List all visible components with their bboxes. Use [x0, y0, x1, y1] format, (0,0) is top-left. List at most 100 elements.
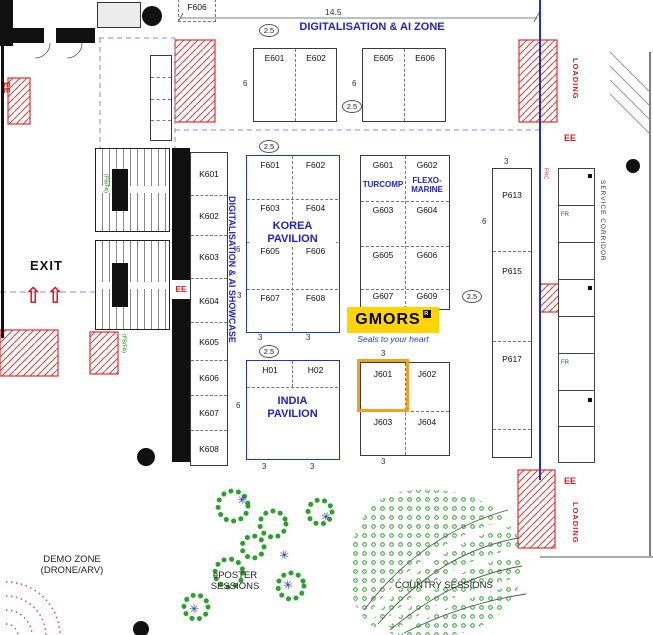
booth-p617[interactable]: P617: [502, 354, 522, 364]
country-sessions-label: COUNTRY SESSIONS: [395, 580, 493, 591]
eposter-sessions-label: ePOSTER SESSIONS: [210, 570, 260, 593]
door-gap: [44, 28, 56, 43]
booth-f605[interactable]: F605: [260, 246, 280, 256]
aisle-dimension: 2.5: [462, 290, 482, 303]
dimension-6: 6: [236, 245, 241, 254]
booth-j602[interactable]: J602: [417, 369, 437, 379]
exit-arrow-up-icon: ⇧: [24, 284, 43, 309]
landscape-area: [349, 489, 527, 635]
showcase-wall: [172, 148, 190, 280]
attendee-marker-icon: ✳: [281, 577, 295, 593]
gmors-tagline: Seals to your heart: [357, 334, 429, 344]
booth-f604[interactable]: F604: [305, 203, 326, 213]
booth-column-k: K601 K602 K603 K604 K605 K606 K607 K608: [190, 152, 228, 466]
booth-k607[interactable]: K607: [191, 396, 227, 431]
booth-f602[interactable]: F602: [305, 160, 326, 170]
exhibitor-turcomp: TURCOMP: [362, 180, 404, 189]
booth-g601[interactable]: G601: [372, 160, 394, 170]
booth-k603[interactable]: K603: [191, 236, 227, 279]
booth-f606[interactable]: F606: [305, 246, 326, 256]
service-room: [558, 426, 595, 463]
loading-bay-label-bottom: LOADING: [571, 502, 580, 544]
exhibitor-flexomarine: FLEXO- MARINE: [411, 176, 443, 195]
booth-k605[interactable]: K605: [191, 323, 227, 361]
stairwell: [95, 240, 170, 330]
service-corridor-hatch: [609, 51, 651, 135]
booth-f603[interactable]: F603: [260, 203, 280, 213]
booth-g607[interactable]: G607: [372, 291, 394, 301]
korea-pavilion: F601 F602 F603 F604 F605 F606 F607 F608 …: [246, 155, 340, 333]
booth-p613[interactable]: P613: [502, 190, 522, 200]
booth-g604[interactable]: G604: [416, 205, 438, 215]
booth-g605[interactable]: G605: [372, 250, 394, 260]
dimension-3: 3: [381, 349, 386, 358]
equipment-mark: [588, 286, 592, 290]
booth-g602[interactable]: G602: [416, 160, 438, 170]
booth-j601[interactable]: J601: [373, 369, 393, 379]
booth-g603[interactable]: G603: [372, 205, 394, 215]
fire-riser-label: FR: [561, 212, 569, 218]
dimension-3: 3: [310, 462, 315, 471]
aisle-dimension: 2.5: [259, 24, 279, 37]
booth-j603[interactable]: J603: [373, 417, 393, 427]
india-pavilion-label: INDIA PAVILION: [249, 395, 336, 422]
aisle-dimension: 2.5: [259, 345, 279, 358]
emergency-exit-label: EE: [2, 82, 13, 94]
booth-h02[interactable]: H02: [307, 365, 324, 375]
dimension-6: 6: [243, 79, 248, 88]
boundary-lines: [0, 0, 653, 558]
booth-k608[interactable]: K608: [199, 444, 219, 454]
booth-e605[interactable]: E605: [373, 53, 394, 63]
aisle-dimension: 2.5: [259, 140, 279, 153]
booth-e606[interactable]: E606: [415, 53, 435, 63]
aisle-dimension: 2.5: [342, 100, 362, 113]
booth-h01[interactable]: H01: [262, 365, 278, 375]
dimension-3: 3: [306, 333, 311, 342]
exit-label: EXIT: [30, 258, 63, 273]
booth-f607[interactable]: F607: [260, 293, 280, 303]
booth-group-e605-e606: E605 E606: [362, 48, 446, 122]
booth-e602[interactable]: E602: [306, 53, 326, 63]
booth-j601-highlight: [357, 359, 409, 412]
india-pavilion: H01 H02 INDIA PAVILION: [246, 360, 340, 460]
booth-k601[interactable]: K601: [191, 153, 227, 196]
fire-hose-cabinet-label: FHC: [542, 168, 549, 180]
emergency-exit-label: EE: [175, 284, 187, 294]
service-room: [558, 316, 595, 354]
booth-f608[interactable]: F608: [305, 293, 326, 303]
korea-pavilion-label: KOREA PAVILION: [249, 220, 336, 247]
service-room: [558, 353, 595, 391]
booth-g606[interactable]: G606: [416, 250, 438, 260]
booth-k606[interactable]: K606: [191, 361, 227, 396]
booth-group-e601-e602: E601 E602: [253, 48, 337, 122]
attendee-marker-icon: ✳: [237, 493, 248, 507]
exit-arrow-up-icon: ⇧: [46, 284, 65, 309]
door-arcs: [34, 42, 83, 59]
garden-arcs: [5, 581, 61, 635]
loading-hatch-areas: [0, 39, 563, 549]
equipment-mark: [588, 174, 592, 178]
riser-shaft: [150, 55, 172, 141]
booth-p615[interactable]: P615: [502, 266, 522, 276]
utility-room: [97, 2, 141, 28]
registered-mark-icon: R: [422, 310, 431, 318]
service-corridor-label: SERVICE CORRIDOR: [598, 180, 606, 262]
service-room: [558, 279, 595, 317]
service-room: [558, 390, 595, 427]
dimension-6: 6: [236, 401, 241, 410]
booth-e601[interactable]: E601: [264, 53, 285, 63]
booth-g609[interactable]: G609: [416, 291, 438, 301]
booth-k602[interactable]: K602: [191, 196, 227, 236]
booth-grid-g: G601 G602 G603 G604 G605 G606 G607 G609 …: [360, 155, 450, 310]
booth-f606-partial[interactable]: [178, 0, 216, 22]
stairwell: [95, 148, 170, 232]
booth-k604[interactable]: K604: [191, 279, 227, 323]
tree-clusters: [181, 488, 335, 622]
equipment-mark: [588, 398, 592, 402]
dimension-3: 3: [504, 157, 509, 166]
booth-j604[interactable]: J604: [417, 417, 437, 427]
ai-showcase-label: DIGITALISATION & AI SHOWCASE: [226, 196, 237, 343]
booth-f601[interactable]: F601: [260, 160, 280, 170]
